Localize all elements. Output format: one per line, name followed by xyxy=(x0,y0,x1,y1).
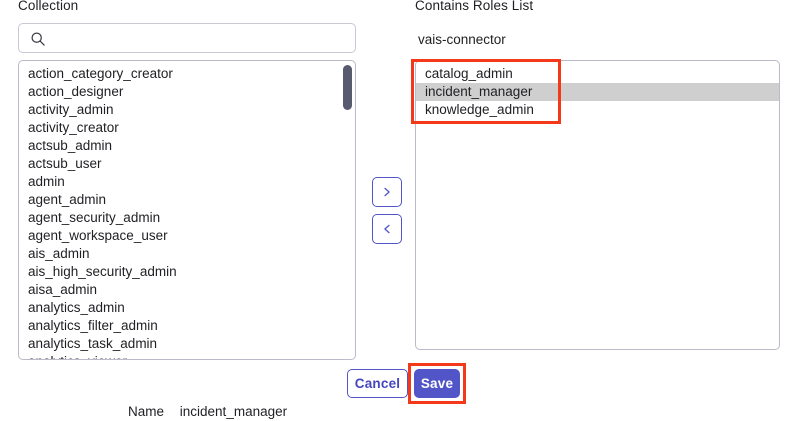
move-left-button[interactable] xyxy=(372,214,402,244)
contains-role-option[interactable]: catalog_admin xyxy=(425,66,513,81)
collection-option[interactable]: actsub_admin xyxy=(28,138,113,153)
collection-scrollbar-thumb[interactable] xyxy=(343,65,352,110)
collection-option[interactable]: analytics_task_admin xyxy=(28,336,158,351)
contains-role-option[interactable]: knowledge_admin xyxy=(425,102,534,117)
contains-role-option-selected[interactable]: incident_manager xyxy=(416,83,779,101)
collection-option[interactable]: agent_security_admin xyxy=(28,210,161,225)
collection-search-field[interactable] xyxy=(18,23,356,53)
chevron-left-icon xyxy=(381,223,393,235)
collection-scrollbar[interactable] xyxy=(343,64,352,356)
collection-option[interactable]: ais_high_security_admin xyxy=(28,264,177,279)
search-icon xyxy=(30,31,46,47)
record-name-row: Name incident_manager xyxy=(128,403,287,420)
collection-option[interactable]: agent_workspace_user xyxy=(28,228,168,243)
search-input[interactable] xyxy=(52,27,347,49)
collection-option[interactable]: analytics_filter_admin xyxy=(28,318,158,333)
save-button[interactable]: Save xyxy=(414,369,460,398)
collection-option[interactable]: ais_admin xyxy=(28,246,90,261)
collection-option[interactable]: activity_creator xyxy=(28,120,119,135)
collection-option[interactable]: activity_admin xyxy=(28,102,114,117)
chevron-right-icon xyxy=(381,186,393,198)
move-right-button[interactable] xyxy=(372,177,402,207)
collection-option[interactable]: action_category_creator xyxy=(28,66,173,81)
collection-option[interactable]: agent_admin xyxy=(28,192,107,207)
collection-option[interactable]: analytics_viewer xyxy=(19,353,355,359)
record-name-value: incident_manager xyxy=(179,404,288,419)
collection-column-label: Collection xyxy=(18,0,79,13)
cancel-button[interactable]: Cancel xyxy=(347,369,408,398)
connector-name-text: vais-connector xyxy=(418,32,506,47)
contains-roles-list-label: Contains Roles List xyxy=(415,0,534,13)
collection-option[interactable]: aisa_admin xyxy=(28,282,98,297)
collection-option[interactable]: action_designer xyxy=(28,84,124,99)
record-name-label: Name xyxy=(128,404,165,419)
collection-option[interactable]: actsub_user xyxy=(28,156,102,171)
collection-option[interactable]: analytics_admin xyxy=(28,300,125,315)
collection-option[interactable]: admin xyxy=(28,174,65,189)
